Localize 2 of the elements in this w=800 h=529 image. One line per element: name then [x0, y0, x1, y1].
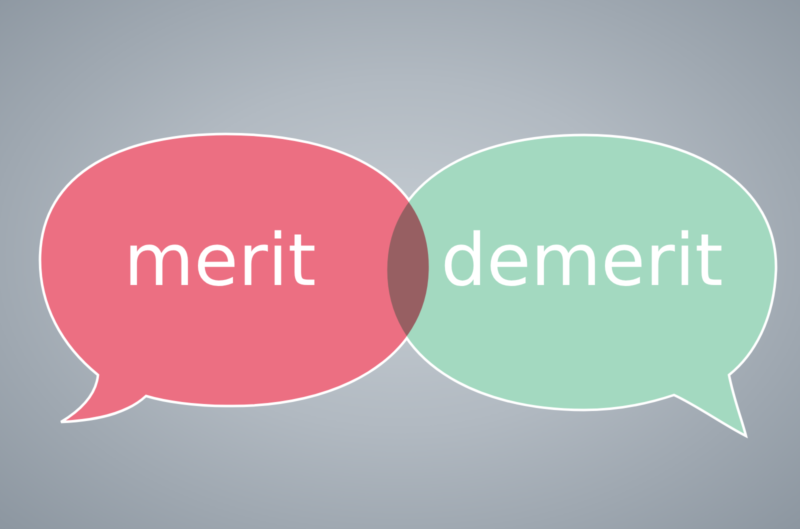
bubble-label: merit	[124, 224, 316, 296]
bubble-label: demerit	[440, 224, 724, 296]
